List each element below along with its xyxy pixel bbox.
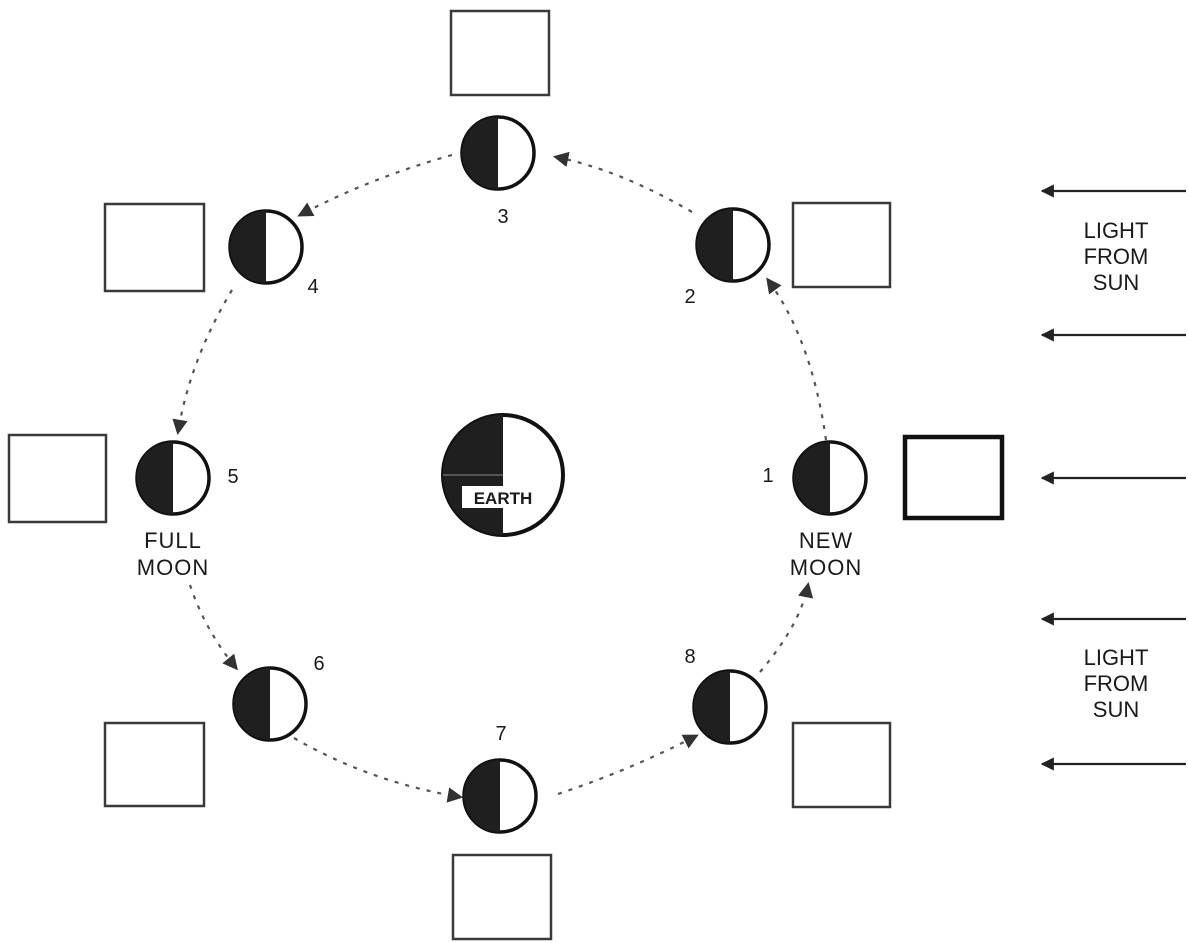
moon-6 <box>232 666 308 742</box>
orbit-arrow-4-5 <box>172 289 233 436</box>
moons <box>135 115 868 834</box>
position-number-2: 2 <box>684 286 695 308</box>
position-number-4: 4 <box>307 276 318 298</box>
orbit-arrow-5-6 <box>188 584 238 671</box>
sun-label-lower-line-1: LIGHT <box>1084 645 1149 670</box>
answer-box-3[interactable] <box>449 9 551 97</box>
moon-2 <box>695 207 771 283</box>
sunlight-label-upper: LIGHT FROM SUN <box>1084 218 1149 295</box>
answer-box-4[interactable] <box>103 202 206 293</box>
moon-3 <box>460 115 536 191</box>
sun-label-lower-line-2: FROM <box>1084 671 1149 696</box>
new-moon-label-line-2: MOON <box>790 555 862 580</box>
position-number-1: 1 <box>762 465 773 487</box>
position-number-7: 7 <box>495 723 506 745</box>
position-numbers: 1 2 3 4 5 6 7 8 <box>227 206 773 745</box>
sunlight-label-lower: LIGHT FROM SUN <box>1084 645 1149 722</box>
position-number-5: 5 <box>227 466 238 488</box>
earth: EARTH <box>441 413 565 537</box>
position-number-3: 3 <box>497 206 508 228</box>
sun-label-upper-line-3: SUN <box>1093 270 1139 295</box>
sun-label-upper-line-2: FROM <box>1084 244 1149 269</box>
answer-boxes <box>7 9 1005 941</box>
sunlight-arrows <box>1040 184 1186 771</box>
answer-box-8[interactable] <box>791 721 892 809</box>
moon-1 <box>792 440 868 516</box>
answer-box-2[interactable] <box>791 201 892 289</box>
answer-box-5[interactable] <box>7 433 108 524</box>
full-moon-label-line-1: FULL <box>144 528 202 553</box>
moon-5 <box>135 440 211 516</box>
sun-label-upper-line-1: LIGHT <box>1084 218 1149 243</box>
moon-8 <box>692 669 768 745</box>
moon-7 <box>462 758 538 834</box>
orbit-path <box>172 151 828 803</box>
phase-labels: NEW MOON FULL MOON <box>137 528 862 580</box>
answer-box-7[interactable] <box>451 853 553 941</box>
orbit-arrow-6-7 <box>293 737 464 803</box>
orbit-arrow-8-1 <box>759 581 814 673</box>
full-moon-label-line-2: MOON <box>137 555 209 580</box>
position-number-6: 6 <box>313 653 324 675</box>
sun-label-lower-line-3: SUN <box>1093 697 1139 722</box>
moon-4 <box>228 209 304 285</box>
orbit-arrow-2-3 <box>552 151 693 213</box>
earth-label: EARTH <box>474 489 533 508</box>
position-number-8: 8 <box>684 646 695 668</box>
answer-box-6[interactable] <box>103 721 206 808</box>
answer-box-1[interactable] <box>902 434 1005 521</box>
orbit-arrow-1-2 <box>766 277 828 441</box>
new-moon-label-line-1: NEW <box>799 528 853 553</box>
orbit-arrow-7-8 <box>557 734 699 796</box>
orbit-arrow-3-4 <box>297 153 453 217</box>
